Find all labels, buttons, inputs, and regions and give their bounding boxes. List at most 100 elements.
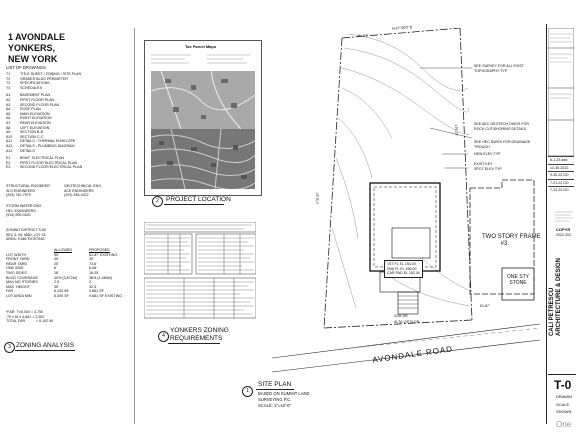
zoning-panel-title: ZONING ANALYSIS (16, 342, 75, 349)
shown-label: SHOWN (556, 409, 572, 414)
note-hec: SEE HEC DWGS FOR DRAINAGE TROUGH (474, 140, 531, 149)
title-block-border (546, 24, 547, 424)
yonkers-zoning-tables (143, 221, 257, 322)
structural-engineer: STRUCTURAL ENGINEER SLS ENGINEERS (203) … (6, 184, 50, 198)
col-proposed: PROPOSED (88, 248, 110, 252)
drawing-label: DRAWIN (556, 394, 573, 399)
note-geotech: SEE AEC GEOTECH DWGS FOR ROCK CUT/SHORIN… (474, 122, 529, 131)
revision-entry: 12-30-2022 (548, 163, 574, 172)
site-scale: SCALE: 1"=10'-0" (258, 403, 291, 408)
revision-entry: 9-30-22 DD (548, 171, 574, 179)
col-allowed: ALLOWED (53, 248, 73, 252)
project-title-line2: YONKERS, (8, 43, 56, 53)
note-survey: SEE SURVEY FOR ALL EXIST TOPOGRAPHY TYP (474, 64, 524, 73)
map-header-text (151, 53, 255, 69)
site-title-underline (256, 389, 294, 390)
note-exist-key: EXIST KEY (474, 162, 493, 166)
proposed-elevations: 1ST FL EL 154.00 2ND FL EL 166.00 CAR PA… (384, 260, 423, 278)
title-block-top (547, 27, 575, 157)
neighbor2-label: ONE STY STONE (507, 274, 529, 286)
far-notes: *FAR: 7'x5,000 = 3,750 .75 x 61'x 4,681 … (6, 310, 54, 324)
project-title-line3: NEW YORK (8, 54, 58, 64)
footer-text: One (556, 420, 572, 429)
revision-entry: 7-21-22 DD (548, 178, 574, 187)
site-panel-title: SITE PLAN (258, 381, 292, 388)
south-length: 61.87' (480, 304, 490, 308)
map-title: Tax Parcel Maps (185, 44, 217, 49)
driveway-label: SOB DR (394, 314, 408, 318)
project-title-line1: 1 AVONDALE (8, 32, 66, 42)
yonkers-title-underline (168, 343, 220, 344)
site-panel-number: 1 (242, 386, 253, 397)
tax-parcel-map: Tax Parcel Maps (144, 40, 262, 196)
yonkers-panel-number: 4 (158, 331, 169, 342)
drawings-heading: LIST OF DRAWINGS (6, 65, 46, 70)
revision-entry: 6-1-23 add (548, 156, 574, 164)
zoning-panel-number: 3 (4, 342, 15, 353)
storm-engineer: STORM WATER ENG HEC ENGINEERS (914) 909-… (6, 204, 42, 218)
zoning-title-underline (15, 350, 75, 351)
site-subtitle-2: SURVEYING P.C. (258, 397, 292, 402)
aerial-map-image (151, 71, 255, 189)
alta-vista-label: ALTA VISTA DR. (394, 320, 421, 324)
side-dim-left: 176.37' (315, 192, 320, 205)
copyright-label: COPYR (556, 227, 571, 232)
scale-label: SCALE (556, 402, 570, 407)
site-plan-drawing: N 57°40'0" E 61.87' 61.87' 176.37' 176.3… (271, 25, 542, 382)
firm-name: CALI PETRESCU ARCHITECTURE & DESIGN (549, 257, 562, 336)
geotech-engineer: GEOTECHNICAL ENG ACE ENGINEERS (203) 336… (64, 184, 102, 198)
note-new-elev: NEW ELEV TYP (474, 152, 501, 156)
zoning-district: ZONING DISTRICT S-50 SEC 4, BL 4650, LOT… (6, 228, 47, 242)
neighbor-label: TWO STORY FRAME #3 (482, 234, 541, 247)
panel-divider (134, 28, 135, 424)
side-dim-right: 176.37' (453, 124, 459, 137)
location-panel-title: PROJECT LOCATION (166, 196, 231, 203)
tb-fine-print (555, 210, 573, 226)
site-subtitle-1: BASED ON SUMMIT LAND (258, 391, 310, 396)
north-length: 61.87' (358, 34, 368, 38)
yonkers-panel-title-2: REQUIREMENTS (170, 335, 223, 342)
sheet-number-divider (548, 374, 576, 375)
location-title-underline (164, 204, 224, 205)
note-spot-elev: SPOT ELEV TYP (474, 167, 502, 171)
revision-entry: 7-12-22 DD (548, 186, 574, 194)
yonkers-panel-title-1: YONKERS ZONING (170, 327, 229, 334)
location-panel-number: 2 (152, 196, 163, 207)
copyright-years: 2022-202 (556, 233, 572, 237)
sheet-number: T-0 (554, 378, 572, 392)
